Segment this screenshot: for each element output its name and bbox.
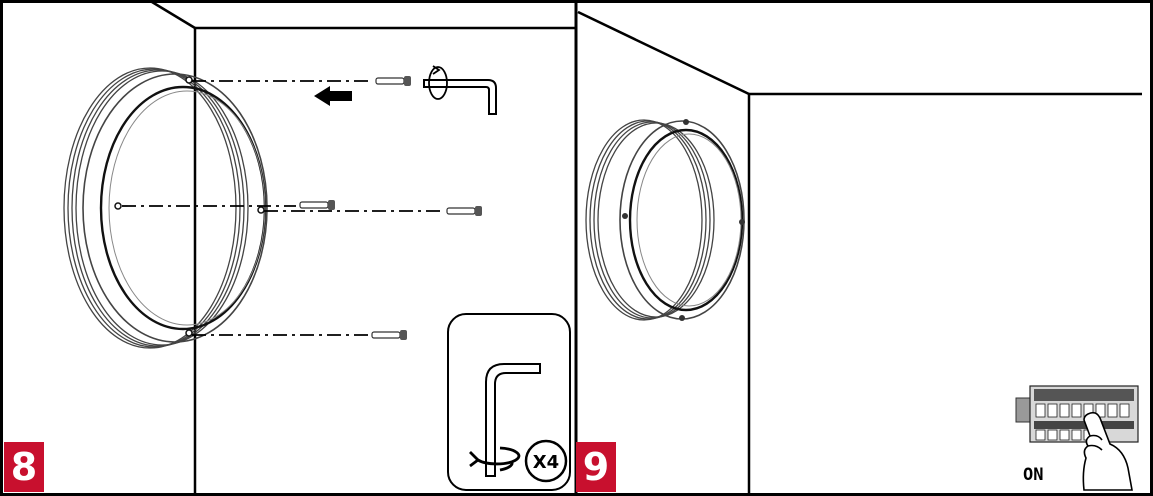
screw-icon: [299, 200, 335, 210]
step-9-illustration: ON: [577, 10, 1142, 494]
step-8-panel: X4 8: [0, 0, 576, 496]
hex-key-icon: [423, 79, 497, 115]
hand-icon: [1082, 411, 1133, 491]
tool-quantity-label: X4: [533, 452, 559, 473]
step-9-panel: ON 9: [576, 0, 1153, 496]
terminal-block-icon: [1015, 385, 1139, 443]
lamp-fixture: [585, 119, 745, 321]
lamp-fixture: [63, 67, 268, 349]
rotate-icon: [469, 446, 521, 472]
screw-icon: [375, 76, 411, 86]
step-8-illustration: X4: [63, 0, 576, 494]
rotate-icon: [428, 65, 448, 100]
switch-on-label: ON: [1023, 465, 1043, 485]
quantity-circle: [524, 439, 568, 483]
wall-corner: [577, 10, 1142, 494]
screw-guide-lines: [122, 80, 444, 336]
step-number-badge: 9: [576, 442, 616, 492]
screw-icon: [371, 330, 407, 340]
wall-corner: [151, 0, 576, 494]
screw-icon: [446, 206, 482, 216]
arrow-left-icon: [314, 86, 352, 106]
step-number-badge: 8: [4, 442, 44, 492]
